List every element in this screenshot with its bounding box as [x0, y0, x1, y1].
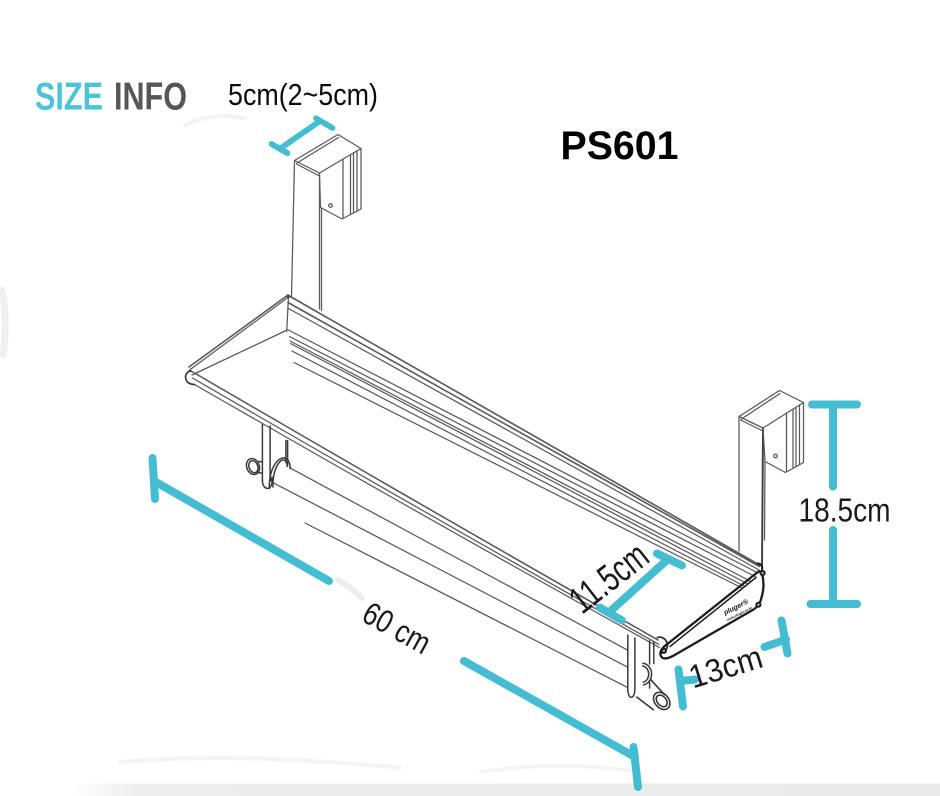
svg-text:PS601: PS601 — [561, 124, 679, 168]
svg-text:18.5cm: 18.5cm — [799, 493, 891, 530]
svg-text:SIZE: SIZE — [35, 76, 103, 119]
svg-text:INFO: INFO — [114, 76, 187, 119]
svg-text:5cm(2~5cm): 5cm(2~5cm) — [228, 77, 378, 112]
